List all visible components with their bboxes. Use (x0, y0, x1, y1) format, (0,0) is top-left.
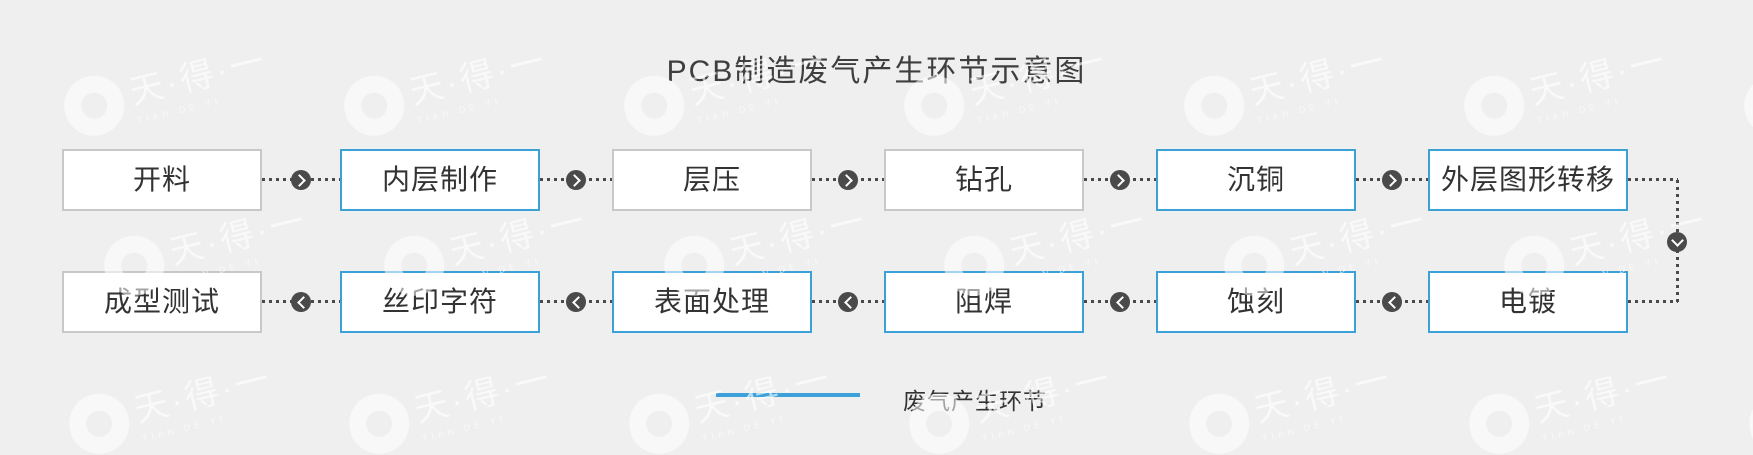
chevron-left-glyph (571, 295, 585, 309)
chevron-right-icon (566, 170, 586, 190)
flow-step-box: 成型测试 (62, 271, 262, 333)
legend-label: 废气产生环节 (903, 388, 1047, 414)
flow-step-box: 外层图形转移 (1428, 149, 1628, 211)
chevron-left-glyph (1387, 295, 1401, 309)
turn-connector-top (1628, 178, 1678, 181)
chevron-right-glyph (1383, 173, 1397, 187)
chevron-right-glyph (292, 173, 306, 187)
flow-step-box: 内层制作 (340, 149, 540, 211)
flow-step-box: 开料 (62, 149, 262, 211)
chevron-right-icon (1110, 170, 1130, 190)
watermark-logo-icon (1182, 386, 1256, 455)
chevron-left-icon (566, 292, 586, 312)
chevron-left-glyph (296, 295, 310, 309)
flow-step-box: 层压 (612, 149, 812, 211)
chevron-left-icon (1110, 292, 1130, 312)
watermark-text-main: 天·得·一 (410, 359, 556, 431)
flow-step-box: 沉铜 (1156, 149, 1356, 211)
watermark-text-main: 天·得·一 (1250, 359, 1396, 431)
flow-step-box: 丝印字符 (340, 271, 540, 333)
chevron-right-glyph (567, 173, 581, 187)
flow-step-box: 钻孔 (884, 149, 1084, 211)
flow-step-box: 表面处理 (612, 271, 812, 333)
watermark-text-sub: TIAN DE YI (1260, 413, 1348, 444)
chevron-down-icon (1667, 232, 1687, 252)
watermark-text-sub: TIAN DE YI (700, 413, 788, 444)
watermark-text-main: 天·得·一 (130, 359, 276, 431)
chevron-right-glyph (839, 173, 853, 187)
chevron-right-icon (1382, 170, 1402, 190)
watermark-logo-icon (622, 386, 696, 455)
chevron-left-glyph (1115, 295, 1129, 309)
legend-line (716, 393, 860, 397)
chevron-right-icon (838, 170, 858, 190)
watermark-text-sub: TIAN DE YI (140, 413, 228, 444)
watermark-text-main: 天·得·一 (1530, 359, 1676, 431)
watermark-text-main: 天·得·一 (690, 359, 836, 431)
chevron-left-icon (1382, 292, 1402, 312)
watermark-logo-icon (1462, 386, 1536, 455)
flow-step-box: 蚀刻 (1156, 271, 1356, 333)
watermark-text-sub: TIAN DE YI (420, 413, 508, 444)
chevron-down-glyph (1670, 233, 1684, 247)
chevron-left-icon (838, 292, 858, 312)
chevron-left-icon (291, 292, 311, 312)
watermark-text-sub: TIAN DE YI (1540, 413, 1628, 444)
chevron-right-icon (291, 170, 311, 190)
watermark-logo-icon (62, 386, 136, 455)
flow-step-box: 电镀 (1428, 271, 1628, 333)
turn-connector-bottom (1628, 300, 1678, 303)
flow-step-box: 阻焊 (884, 271, 1084, 333)
watermark-logo-icon (1742, 386, 1753, 455)
chevron-left-glyph (843, 295, 857, 309)
watermark-logo-icon (342, 386, 416, 455)
chevron-right-glyph (1111, 173, 1125, 187)
page-title: PCB制造废气产生环节示意图 (666, 55, 1087, 88)
